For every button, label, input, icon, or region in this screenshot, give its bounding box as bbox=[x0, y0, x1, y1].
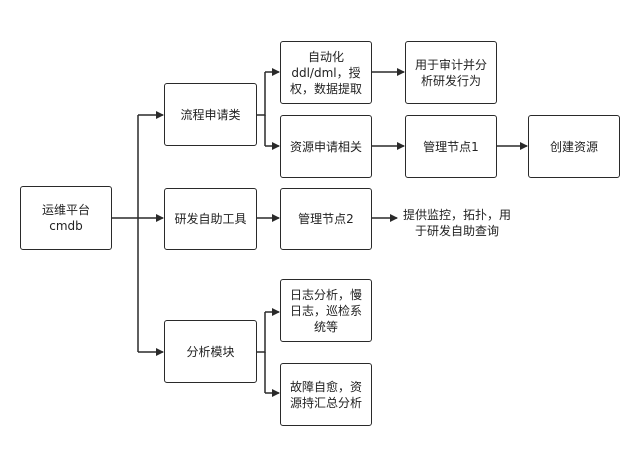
node-mgmt-node1: 管理节点1 bbox=[405, 115, 497, 178]
node-analysis: 分析模块 bbox=[164, 320, 257, 383]
node-create-resource: 创建资源 bbox=[528, 115, 620, 178]
node-rnd-tools: 研发自助工具 bbox=[164, 188, 257, 250]
node-audit: 用于审计并分 析研发行为 bbox=[405, 41, 497, 104]
node-resource-req: 资源申请相关 bbox=[280, 115, 372, 178]
node-mgmt-node2: 管理节点2 bbox=[280, 188, 372, 250]
node-root: 运维平台 cmdb bbox=[20, 186, 112, 250]
node-log-analysis: 日志分析，慢 日志，巡检系 统等 bbox=[280, 279, 372, 342]
connector-analysis-branch bbox=[257, 312, 266, 353]
node-auto-ddl: 自动化 ddl/dml，授 权，数据提取 bbox=[280, 41, 372, 104]
note-monitoring: 提供监控，拓扑，用 于研发自助查询 bbox=[402, 208, 511, 238]
node-fault-heal: 故障自愈，资 源持汇总分析 bbox=[280, 363, 372, 426]
node-process: 流程申请类 bbox=[164, 83, 257, 146]
connector-process-branch bbox=[257, 72, 266, 116]
